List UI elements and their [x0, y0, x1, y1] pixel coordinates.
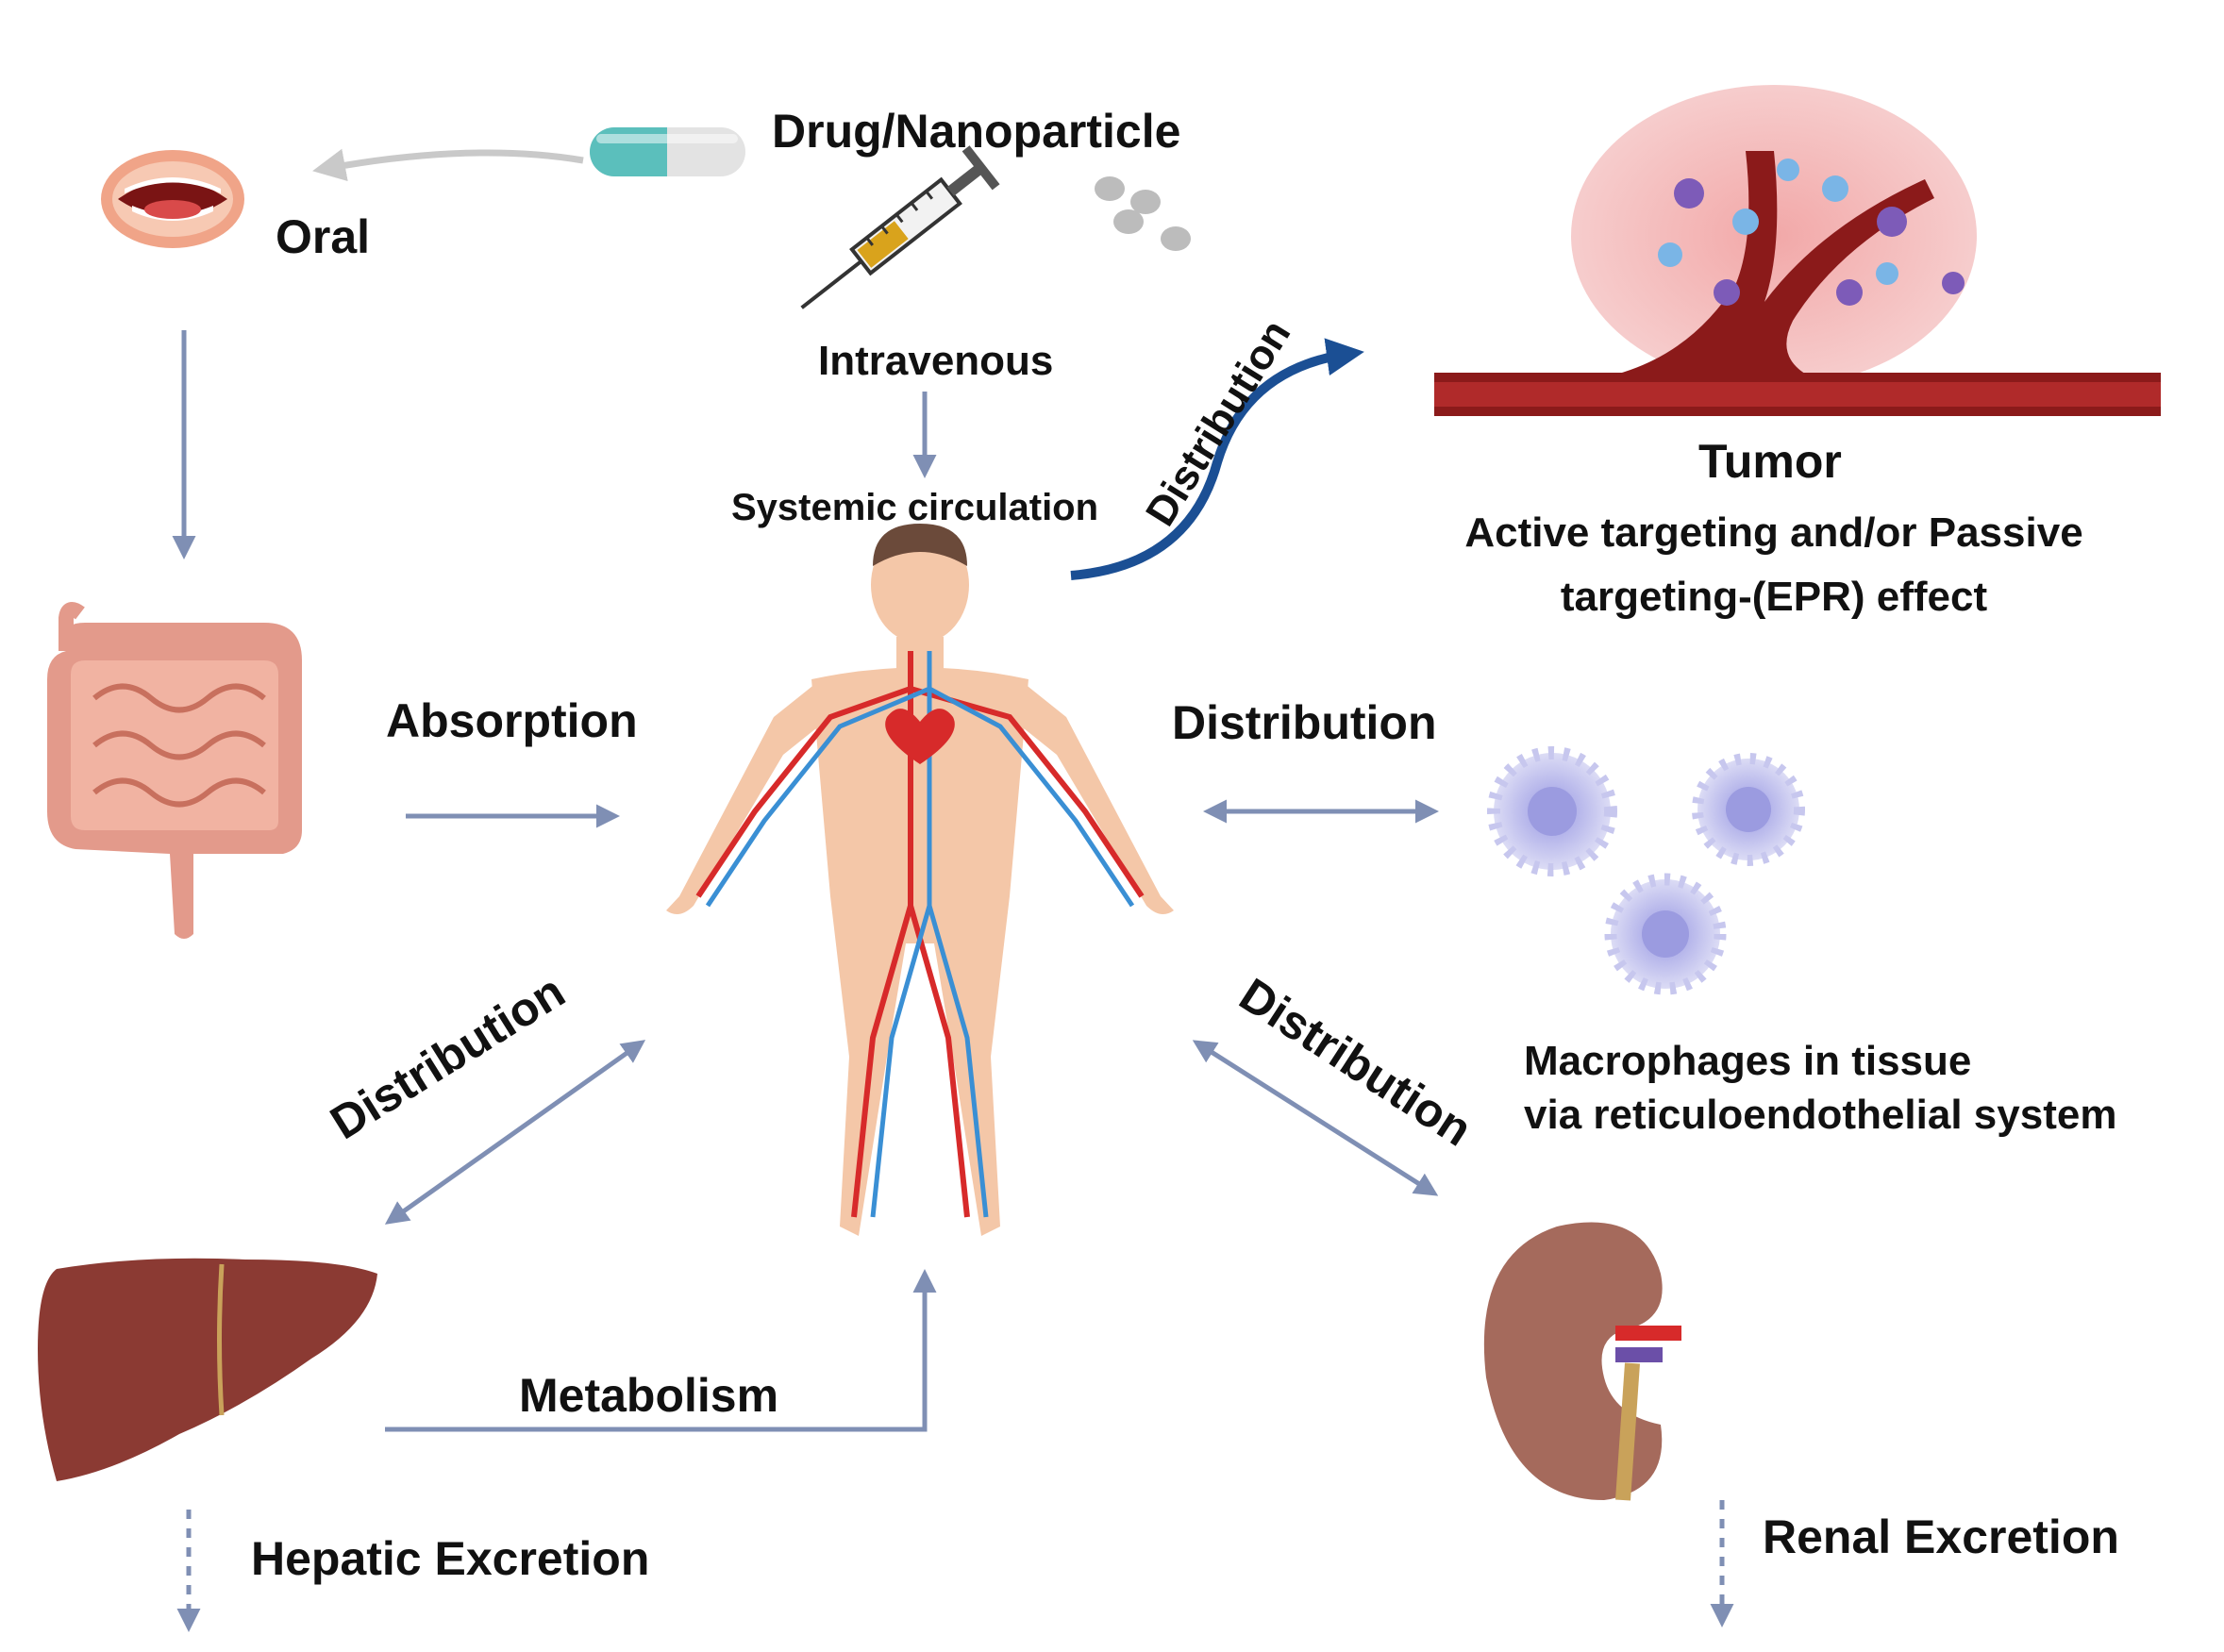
absorption-label: Absorption	[386, 694, 638, 747]
nanoparticles-icon	[1095, 176, 1191, 251]
hepatic-excretion-label: Hepatic Excretion	[251, 1532, 650, 1585]
renal-excretion-label: Renal Excretion	[1763, 1510, 2119, 1563]
macrophages-label-line-1: Macrophages in tissue	[1524, 1038, 1972, 1084]
human-body-icon	[666, 524, 1174, 1236]
metabolism-arrow	[385, 1269, 937, 1432]
macrophage-distribution-label: Distribution	[1172, 696, 1437, 749]
mouth-icon	[101, 150, 244, 248]
oral-label: Oral	[276, 210, 371, 263]
metabolism-label: Metabolism	[519, 1369, 779, 1422]
liver-distribution-arrow	[384, 1040, 646, 1225]
macrophage-icon-3	[1604, 873, 1727, 995]
oral-arrow	[312, 148, 584, 182]
tumor-label: Tumor	[1698, 435, 1842, 488]
drug-nanoparticle-label: Drug/Nanoparticle	[772, 105, 1181, 158]
kidney-distribution-arrow	[1192, 1040, 1439, 1196]
intestines-icon	[47, 602, 302, 939]
tumor-description-line-1: Active targeting and/or Passive	[1464, 509, 2083, 556]
macrophages-label-line-2: via reticuloendothelial system	[1524, 1092, 2117, 1138]
liver-icon	[38, 1258, 377, 1481]
systemic-circulation-label: Systemic circulation	[731, 487, 1099, 528]
tumor-icon	[1434, 85, 2161, 416]
pill-icon	[590, 127, 745, 176]
macrophage-icon-2	[1692, 753, 1805, 866]
tumor-distribution-arrow	[1070, 338, 1364, 580]
tumor-description-line-2: targeting-(EPR) effect	[1560, 574, 1988, 620]
syringe-icon	[800, 145, 1000, 309]
macrophage-icon-1	[1487, 746, 1617, 876]
intravenous-label: Intravenous	[818, 338, 1054, 384]
kidney-icon	[1483, 1222, 1681, 1501]
